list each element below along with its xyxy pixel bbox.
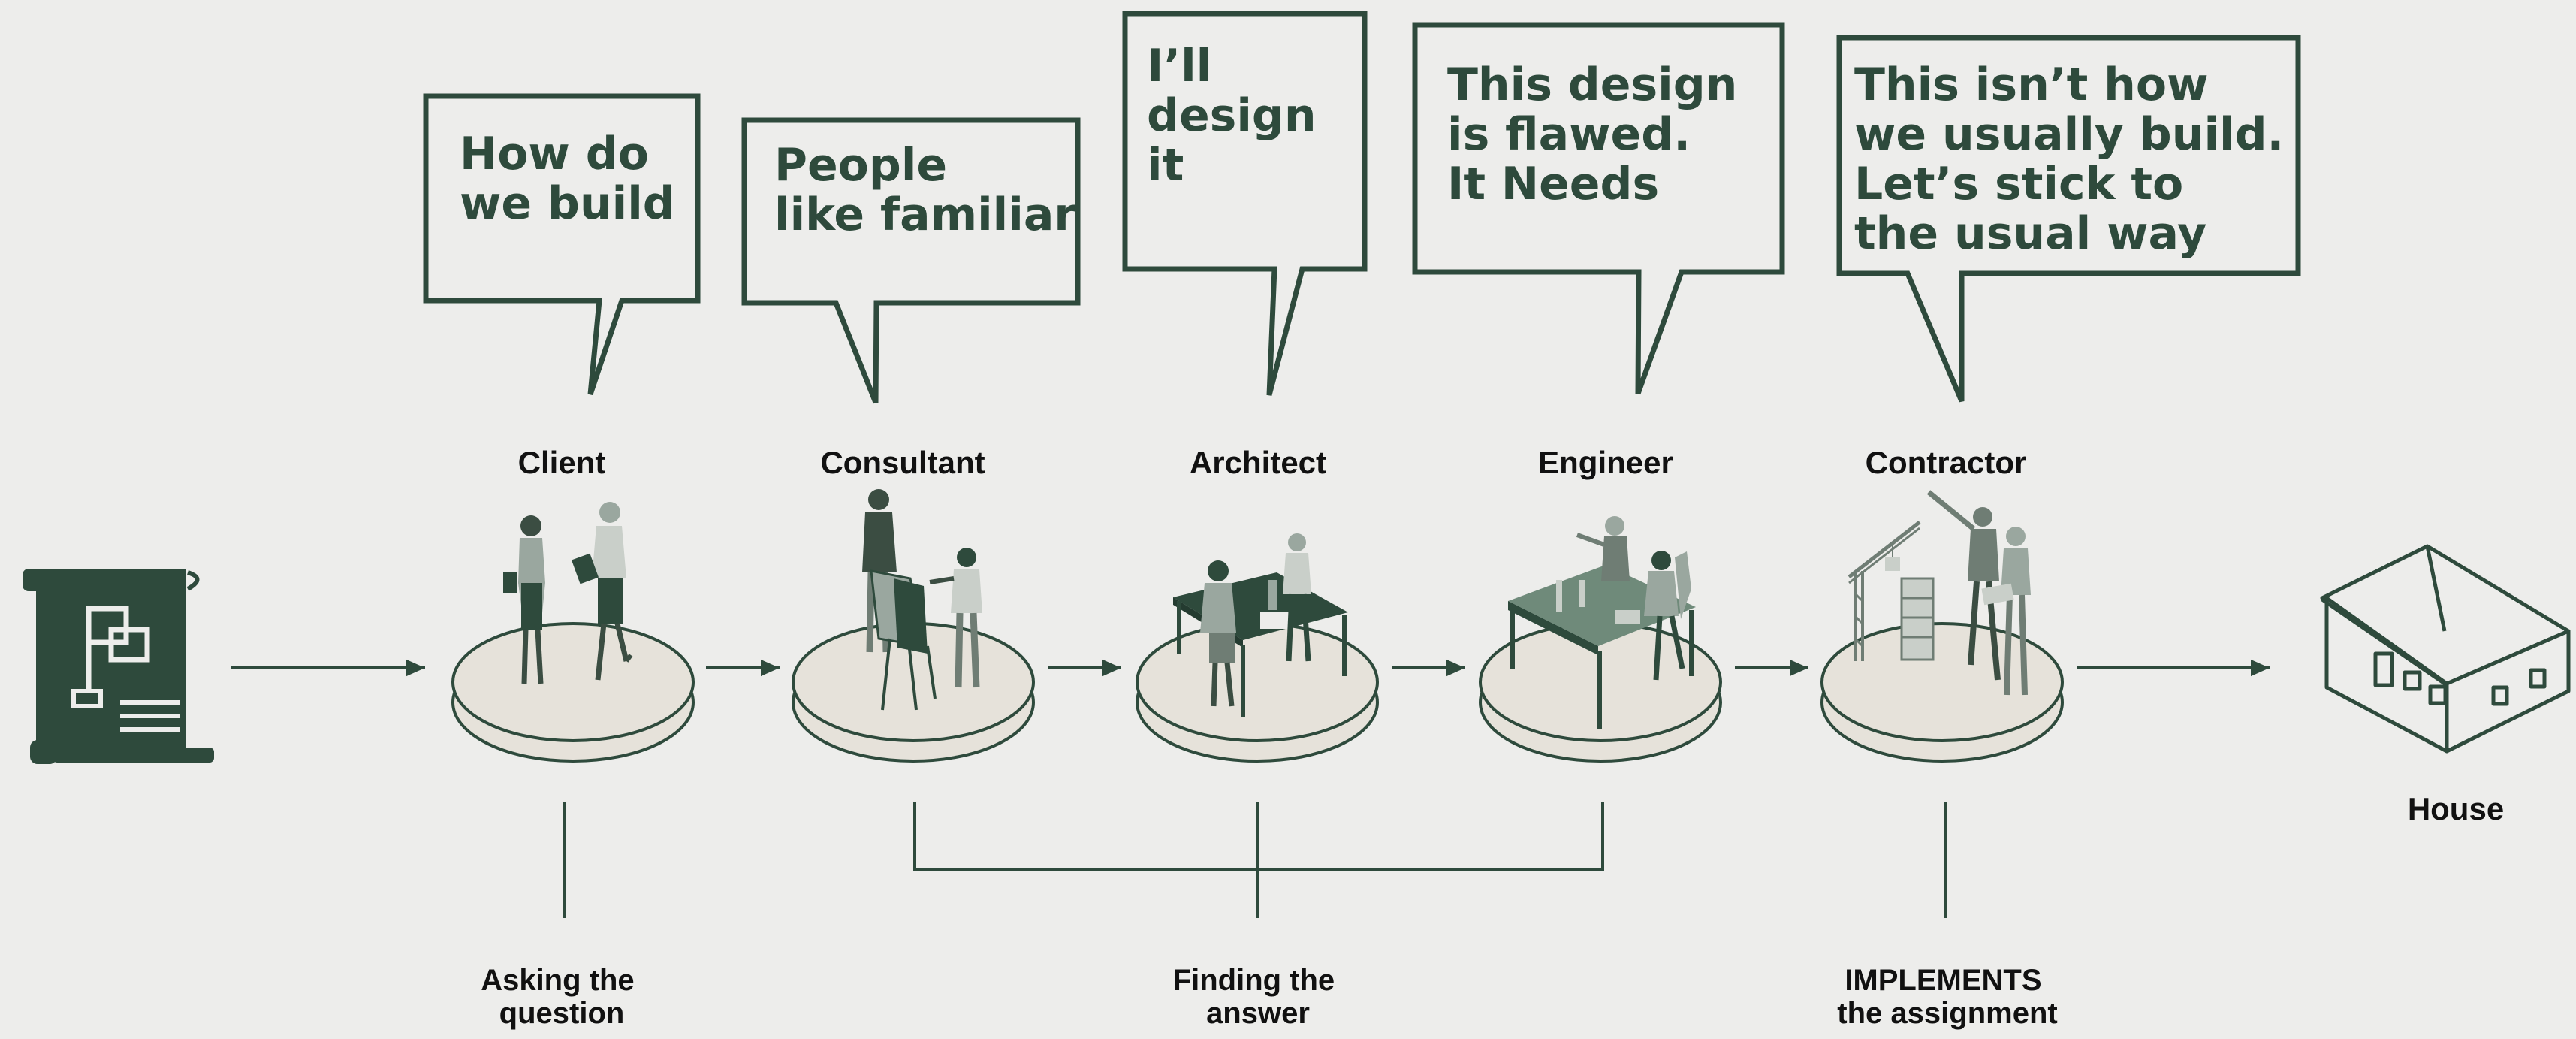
architect-people-illustration	[1173, 533, 1348, 717]
bubble-architect-text: I’ll design it	[1147, 40, 1332, 192]
contractor-people-illustration	[1848, 490, 2031, 696]
role-label-architect: Architect	[1190, 445, 1326, 480]
bubble-consultant: People like familiar	[741, 117, 1081, 404]
platform-client	[451, 622, 695, 763]
bubble-client: How do we build	[423, 93, 701, 396]
bubble-engineer-text: This design is flawed. It Needs	[1447, 59, 1753, 210]
bubble-contractor-text: This isn’t how we usually build. Let’s s…	[1854, 59, 2300, 260]
caption-asking-question: Asking the question	[481, 964, 643, 1030]
engineer-people-illustration	[1508, 516, 1696, 729]
house-label: House	[2408, 791, 2504, 826]
bubble-engineer: This design is flawed. It Needs	[1412, 22, 1785, 395]
blueprint-scroll-icon	[23, 569, 214, 764]
caption-implements-assignment: IMPLEMENTS the assignment	[1837, 964, 2057, 1030]
role-label-engineer: Engineer	[1538, 445, 1673, 480]
role-label-consultant: Consultant	[820, 445, 985, 480]
bubble-consultant-text: People like familiar	[774, 139, 1076, 241]
consultant-people-illustration	[862, 489, 982, 711]
bubble-contractor: This isn’t how we usually build. Let’s s…	[1836, 35, 2301, 403]
caption-finding-answer: Finding the answer	[1173, 964, 1344, 1030]
platform-contractor	[1820, 622, 2064, 763]
platform-architect	[1136, 622, 1379, 763]
role-label-contractor: Contractor	[1866, 445, 2027, 480]
bubble-architect: I’ll design it	[1122, 11, 1368, 396]
bubble-client-text: How do we build	[460, 128, 675, 230]
house-icon	[2320, 544, 2571, 754]
role-label-client: Client	[518, 445, 606, 480]
client-people-illustration	[503, 502, 633, 684]
phase-connectors	[563, 802, 1947, 918]
